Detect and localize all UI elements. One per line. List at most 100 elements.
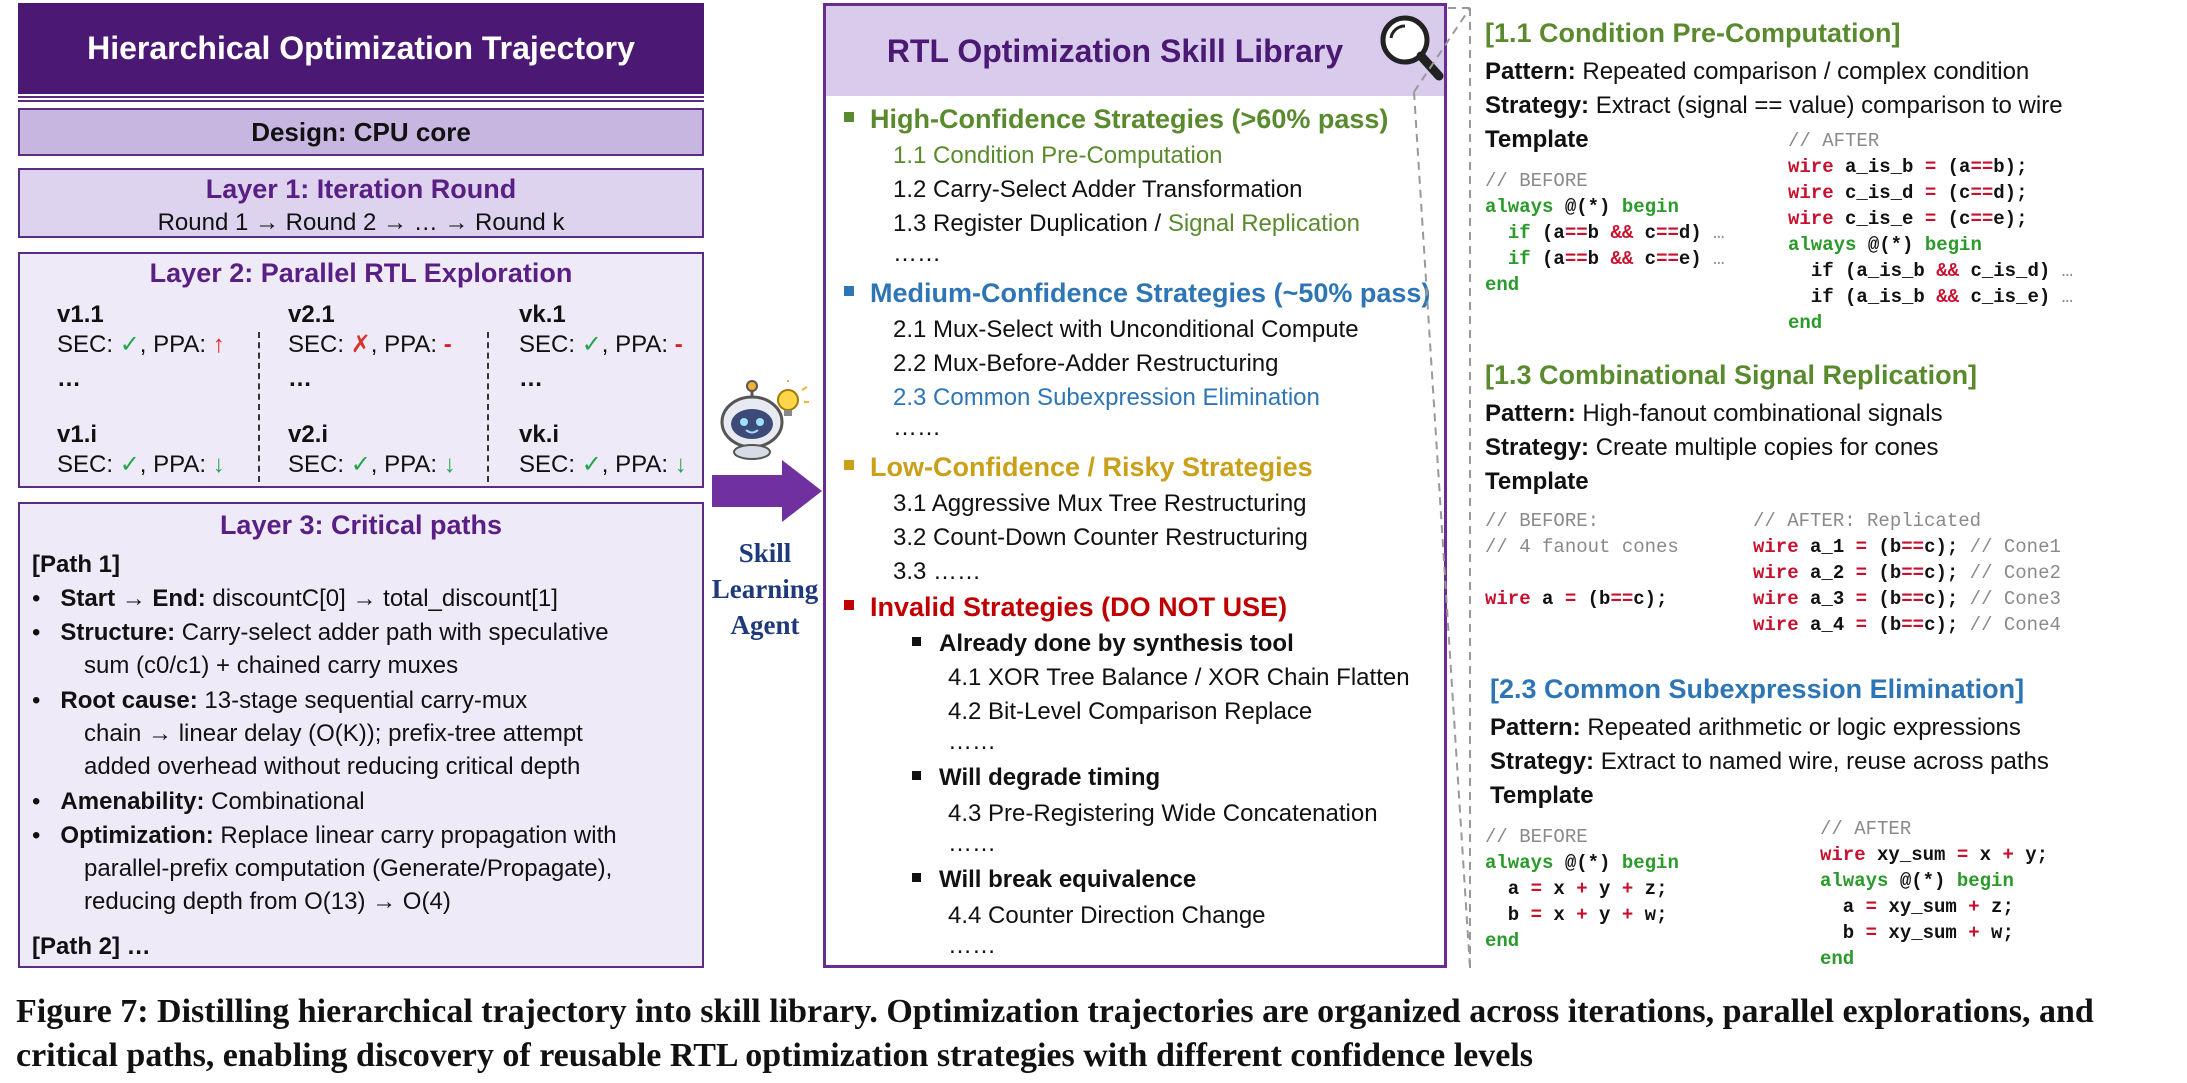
high-confidence-heading-text: High-Confidence Strategies (>60% pass) (870, 104, 1389, 134)
column-divider (487, 332, 489, 482)
structure-text: Carry-select adder path with speculative (175, 619, 609, 646)
code-after: // AFTER wire xy_sum = x + y; always @(*… (1820, 818, 2049, 970)
layer2-heading: Layer 2: Parallel RTL Exploration (149, 258, 573, 288)
low-confidence-heading-text: Low-Confidence / Risky Strategies (870, 452, 1313, 482)
robot-icon (720, 380, 784, 460)
version-label: v1.1 (57, 301, 104, 328)
ppa-label: , PPA: (139, 331, 213, 358)
arrow-down-icon: ↓ (674, 451, 687, 478)
layer1-rounds: Round 1 → Round 2 → … → Round k (157, 209, 565, 236)
sec-label: SEC: (288, 451, 351, 478)
skill-library-title-text: RTL Optimization Skill Library (886, 32, 1344, 69)
layer1-box: Layer 1: Iteration Round Round 1 → Round… (18, 168, 704, 238)
check-icon: ✓ (350, 451, 371, 478)
pattern-label: Pattern: (1490, 714, 1581, 741)
sec-label: SEC: (288, 331, 351, 358)
skill-card-heading: [1.3 Combinational Signal Replication] (1485, 360, 1978, 390)
strategy-ellipsis: …… (948, 932, 996, 959)
version-cell: v2.i SEC: ✓, PPA: ↓ (288, 420, 456, 480)
design-label: Design: CPU core (251, 116, 471, 147)
root-cause-text-2: chain → linear delay (O(K)); prefix-tree… (84, 720, 583, 747)
start-end-text: discountC[0] → total_discount[1] (205, 585, 558, 612)
check-icon: ✓ (119, 331, 140, 358)
high-confidence-heading: High-Confidence Strategies (>60% pass) (844, 104, 1388, 135)
strategy-text: Create multiple copies for cones (1589, 434, 1939, 461)
version-label: v2.i (288, 421, 329, 448)
arrow-up-icon: ↑ (212, 331, 225, 358)
cross-icon: ✗ (350, 331, 371, 358)
root-cause-text: 13-stage sequential carry-mux (197, 687, 528, 714)
code-before: // BEFORE always @(*) begin a = x + y + … (1485, 826, 1679, 952)
bullet-square (912, 771, 921, 781)
zoom-lines (1413, 7, 1471, 969)
arrow-down-icon: ↓ (212, 451, 225, 478)
skill-library-title: RTL Optimization Skill Library (826, 6, 1444, 96)
amenability-text: Combinational (204, 788, 365, 815)
strategy-item: 2.1 Mux-Select with Unconditional Comput… (893, 316, 1359, 343)
template-label: Template (1490, 782, 1594, 809)
arrow-down-icon: ↓ (443, 451, 456, 478)
strategy-item: 1.1 Condition Pre-Computation (893, 142, 1223, 169)
ppa-label: , PPA: (601, 331, 675, 358)
template-label: Template (1485, 126, 1589, 153)
strategy-item: 1.3 Register Duplication / Signal Replic… (893, 210, 1360, 238)
ellipsis: … (288, 365, 312, 392)
title-divider (18, 96, 704, 102)
strategy-item: 3.3 …… (893, 558, 982, 585)
version-cell: vk.1 SEC: ✓, PPA: - (519, 300, 683, 360)
ppa-label: , PPA: (370, 331, 444, 358)
bullet-structure: • Structure: Carry-select adder path wit… (32, 619, 609, 646)
layer3-box: Layer 3: Critical paths [Path 1] • Start… (18, 502, 704, 968)
amenability-label: Amenability: (60, 788, 205, 815)
version-cell: vk.i SEC: ✓, PPA: ↓ (519, 420, 687, 480)
bullet-square (844, 459, 854, 470)
ppa-label: , PPA: (370, 451, 444, 478)
skill-card-strategy: Strategy: Create multiple copies for con… (1485, 434, 1939, 462)
layer2-box: Layer 2: Parallel RTL Exploration v1.1 S… (18, 252, 704, 488)
strategy-item-text: 1.3 Register Duplication / (893, 210, 1168, 237)
strategy-item: 3.1 Aggressive Mux Tree Restructuring (893, 490, 1307, 517)
root-cause-text-3: added overhead without reducing critical… (84, 753, 581, 780)
figure-caption: Figure 7: Distilling hierarchical trajec… (16, 993, 2094, 1074)
strategy-label: Strategy: (1485, 434, 1590, 461)
strategy-item: 1.2 Carry-Select Adder Transformation (893, 176, 1303, 203)
strategy-item: 4.4 Counter Direction Change (948, 902, 1266, 929)
check-icon: ✓ (581, 451, 602, 478)
strategy-text: Extract (signal == value) comparison to … (1589, 92, 2063, 119)
check-icon: ✓ (581, 331, 602, 358)
skill-card-strategy: Strategy: Extract (signal == value) comp… (1485, 92, 2063, 120)
sec-label: SEC: (519, 331, 582, 358)
root-cause-label: Root cause: (60, 687, 198, 714)
ellipsis: … (57, 365, 81, 392)
version-label: vk.1 (519, 301, 566, 328)
skill-library-frame (823, 3, 1447, 968)
strategy-item: 3.2 Count-Down Counter Restructuring (893, 524, 1308, 551)
sec-label: SEC: (519, 451, 582, 478)
invalid-subheading-text: Will break equivalence (939, 866, 1197, 893)
skill-card-pattern: Pattern: Repeated comparison / complex c… (1485, 58, 2029, 86)
start-end-label: Start → End: (60, 585, 206, 612)
bullet-square (844, 599, 854, 610)
design-box: Design: CPU core (18, 108, 704, 156)
agent-label: Skill Learning Agent (700, 535, 830, 643)
optimization-text-3: reducing depth from O(13) → O(4) (84, 888, 451, 915)
medium-confidence-heading-text: Medium-Confidence Strategies (~50% pass) (870, 278, 1431, 308)
bullet-square (912, 873, 921, 883)
strategy-label: Strategy: (1485, 92, 1590, 119)
trajectory-title: Hierarchical Optimization Trajectory (18, 3, 704, 94)
check-icon: ✓ (119, 451, 140, 478)
invalid-subheading-text: Already done by synthesis tool (939, 630, 1294, 657)
skill-card-strategy: Strategy: Extract to named wire, reuse a… (1490, 748, 2049, 776)
pattern-text: High-fanout combinational signals (1575, 400, 1943, 427)
pattern-label: Pattern: (1485, 400, 1576, 427)
strategy-item: 4.1 XOR Tree Balance / XOR Chain Flatten (948, 664, 1410, 691)
version-cell: v1.i SEC: ✓, PPA: ↓ (57, 420, 225, 480)
invalid-heading-text: Invalid Strategies (DO NOT USE) (870, 592, 1288, 622)
structure-label: Structure: (60, 619, 176, 646)
skill-card-heading: [2.3 Common Subexpression Elimination] (1490, 674, 2025, 704)
invalid-subheading: Will degrade timing (912, 764, 1160, 792)
strategy-item-highlight: Signal Replication (1167, 210, 1360, 237)
skill-card-pattern: Pattern: Repeated arithmetic or logic ex… (1490, 714, 2021, 742)
magnifier-icon (1380, 15, 1444, 81)
strategy-ellipsis: …… (948, 830, 996, 857)
